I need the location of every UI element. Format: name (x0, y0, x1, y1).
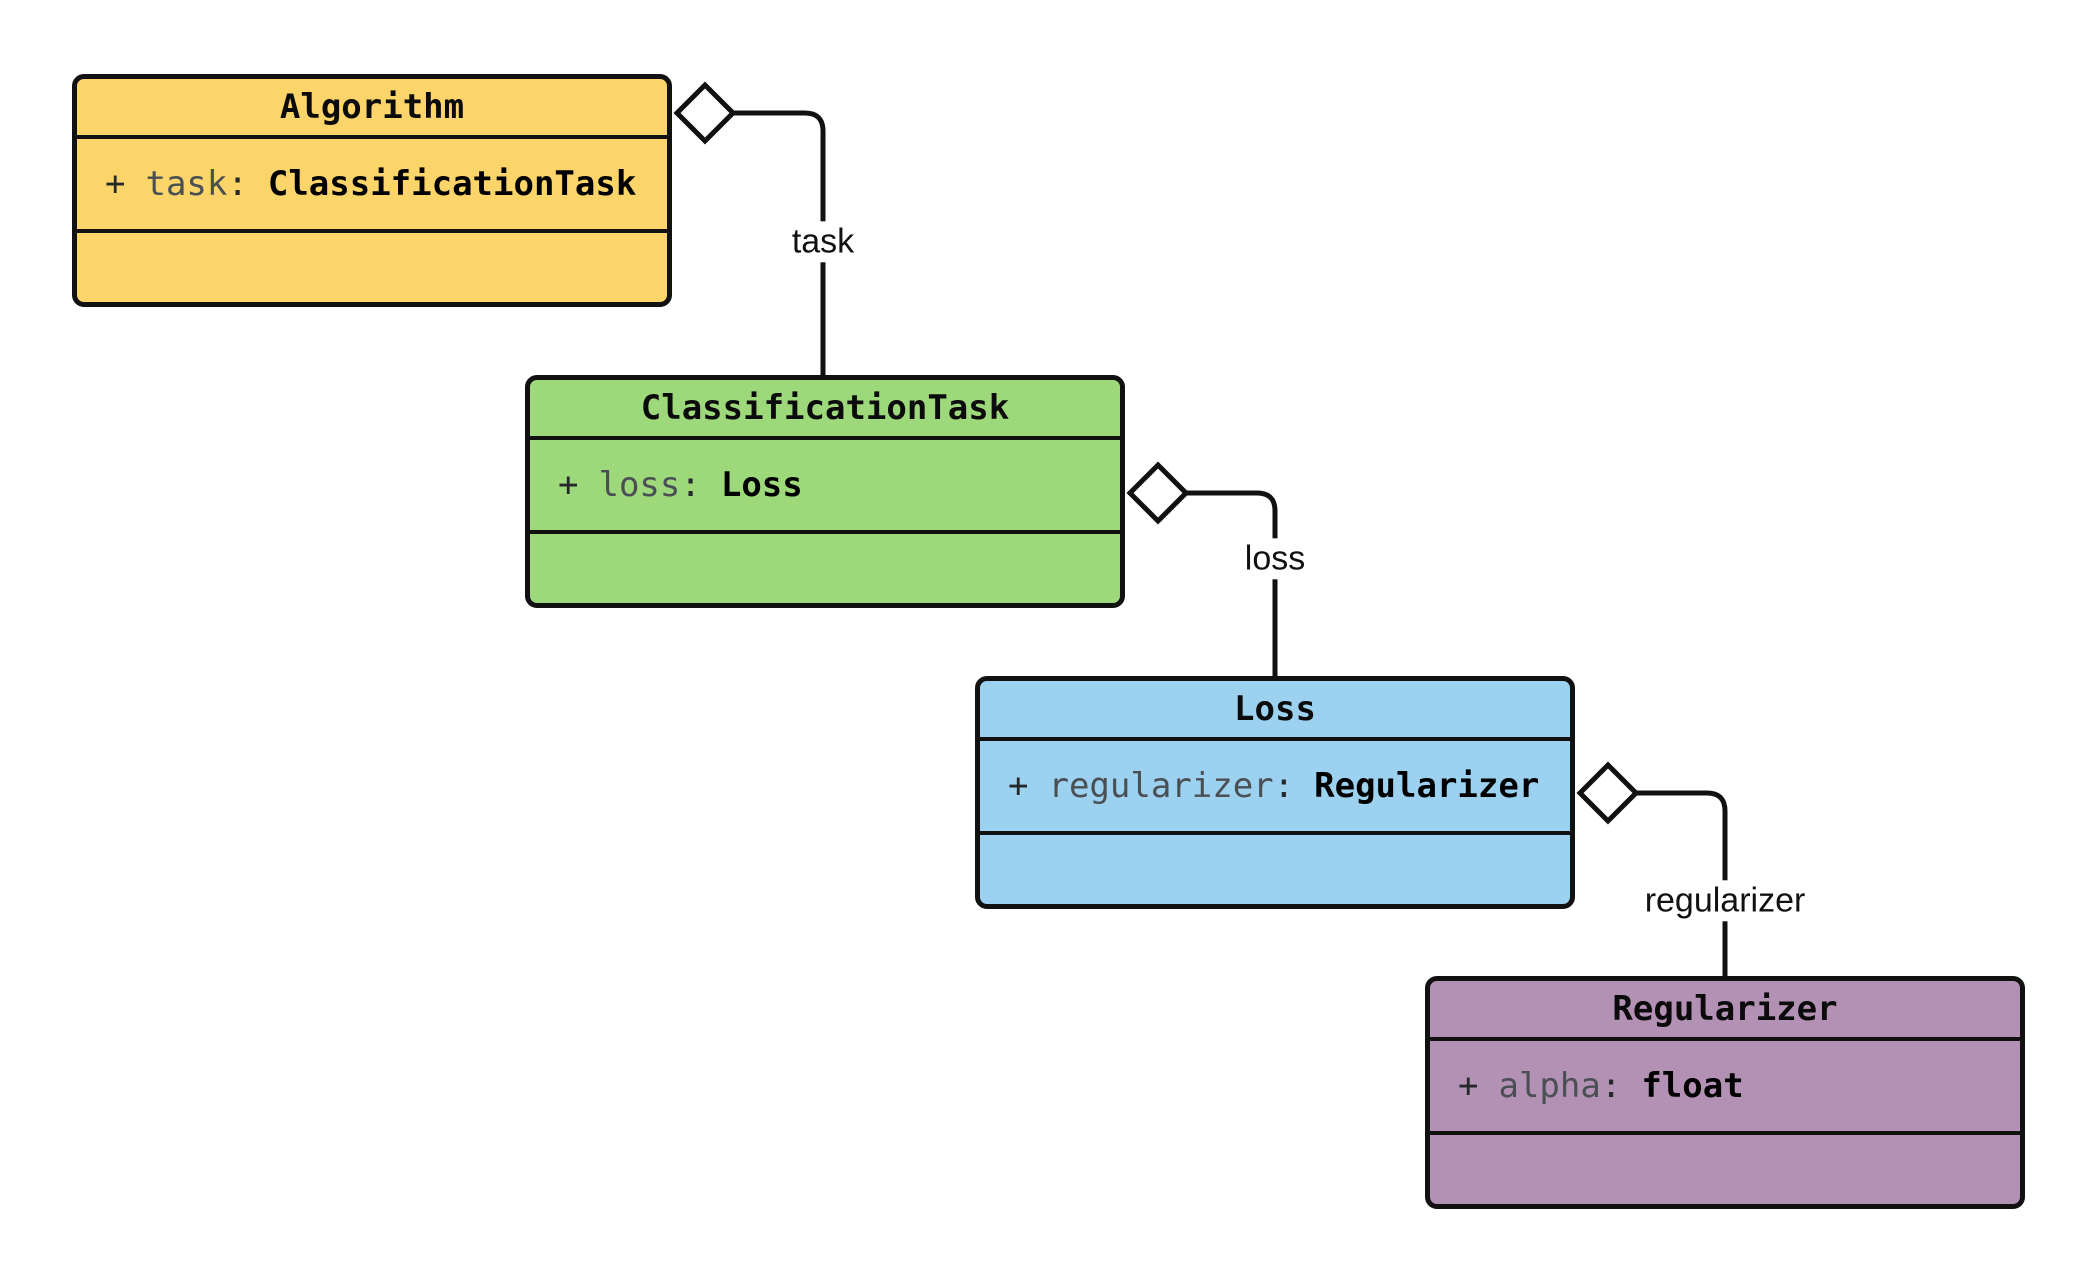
class-attribute: + regularizer : Regularizer (980, 741, 1570, 835)
class-title: Regularizer (1430, 981, 2020, 1041)
attribute-colon: : (1273, 766, 1295, 806)
attribute-colon: : (227, 164, 248, 204)
attribute-type: ClassificationTask (267, 164, 637, 204)
class-title: Loss (980, 681, 1570, 741)
attribute-type: float (1641, 1066, 1744, 1106)
attribute-visibility: + (1458, 1066, 1479, 1106)
edge-label-regularizer: regularizer (1636, 880, 1814, 922)
class-methods-empty (530, 534, 1120, 603)
attribute-colon: : (1600, 1066, 1622, 1106)
attribute-visibility: + (558, 465, 579, 505)
class-methods-empty (980, 835, 1570, 904)
attribute-colon: : (680, 465, 701, 505)
class-box-algorithm: Algorithm + task : ClassificationTask (72, 74, 672, 307)
loss-connector-line (1186, 490, 1278, 676)
class-box-regularizer: Regularizer + alpha : float (1425, 976, 2025, 1209)
class-methods-empty (77, 233, 667, 302)
attribute-type: Loss (720, 465, 803, 505)
attribute-name: loss (598, 465, 681, 505)
class-attribute: + alpha : float (1430, 1041, 2020, 1135)
class-box-classificationtask: ClassificationTask + loss : Loss (525, 375, 1125, 608)
aggregation-diamond-icon (1126, 461, 1190, 525)
aggregation-diamond-icon (1576, 761, 1640, 825)
edge-label-loss: loss (1236, 538, 1314, 580)
class-title: Algorithm (77, 79, 667, 139)
attribute-name: regularizer (1048, 766, 1274, 806)
attribute-name: alpha (1498, 1066, 1601, 1106)
edge-label-task: task (783, 221, 863, 263)
class-methods-empty (1430, 1135, 2020, 1204)
class-title: ClassificationTask (530, 380, 1120, 440)
attribute-type: Regularizer (1314, 766, 1540, 806)
class-attribute: + loss : Loss (530, 440, 1120, 534)
attribute-visibility: + (105, 164, 126, 204)
class-attribute: + task : ClassificationTask (77, 139, 667, 233)
attribute-name: task (145, 164, 228, 204)
aggregation-diamond-icon (673, 81, 737, 145)
class-box-loss: Loss + regularizer : Regularizer (975, 676, 1575, 909)
attribute-visibility: + (1008, 766, 1029, 806)
